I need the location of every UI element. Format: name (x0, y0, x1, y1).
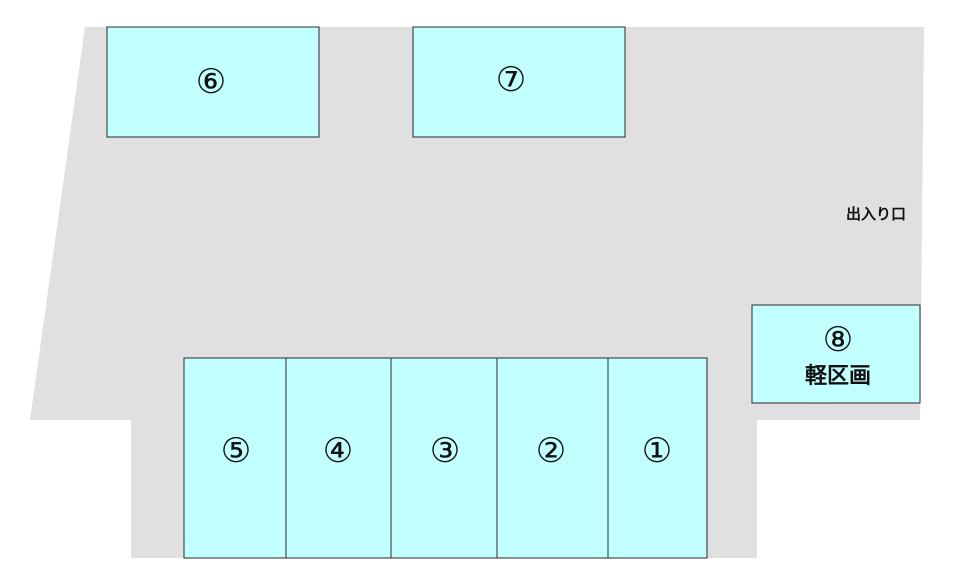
space-4-label: ④ (323, 431, 353, 471)
space-7-label: ⑦ (496, 60, 526, 100)
space-7: ⑦ (412, 26, 626, 138)
space-1-label: ① (642, 431, 672, 471)
space-4: ④ (285, 357, 392, 559)
space-1: ① (607, 357, 708, 559)
space-8: ⑧ 軽区画 (751, 304, 921, 404)
space-2: ② (496, 357, 609, 559)
space-8-sub-label: 軽区画 (805, 363, 871, 389)
space-3: ③ (390, 357, 498, 559)
entrance-label: 出入り口 (846, 205, 906, 223)
space-5-label: ⑤ (221, 431, 251, 471)
space-6: ⑥ (106, 26, 320, 138)
space-8-label: ⑧ (823, 320, 853, 360)
space-3-label: ③ (430, 431, 460, 471)
space-6-label: ⑥ (196, 62, 226, 102)
space-2-label: ② (536, 431, 566, 471)
space-5: ⑤ (183, 357, 287, 559)
